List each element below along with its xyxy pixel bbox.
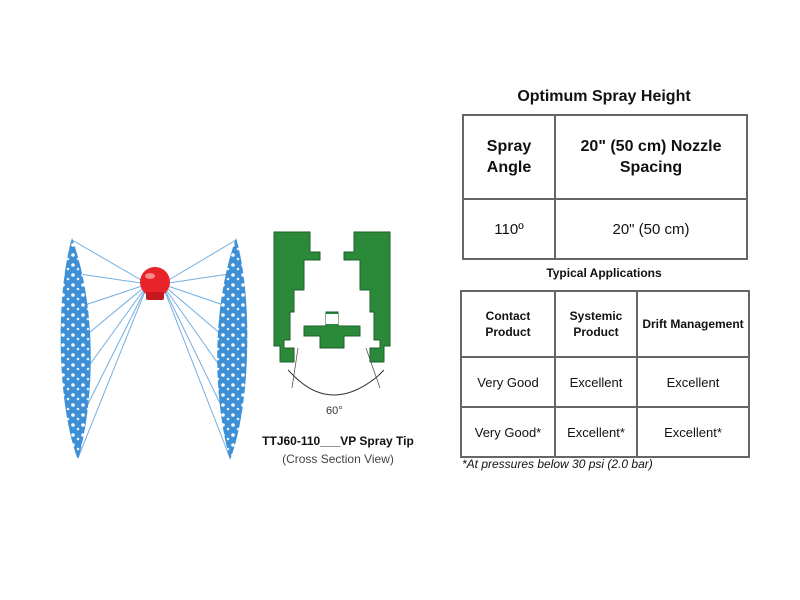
nozzle-subcaption: (Cross Section View) — [282, 452, 394, 466]
table-cell: Very Good* — [460, 406, 556, 458]
table-cell: Excellent* — [554, 406, 638, 458]
table-row: Very Good* Excellent* Excellent* — [460, 406, 750, 458]
table-cell: Very Good — [460, 356, 556, 408]
column-header: 20" (50 cm) Nozzle Spacing — [554, 114, 748, 200]
angle-label: 60° — [326, 405, 343, 417]
nozzle-cross-section-icon: 60° — [273, 231, 391, 417]
column-header: Drift Management — [636, 290, 750, 358]
table-cell: Excellent — [554, 356, 638, 408]
table-cell: Excellent* — [636, 406, 750, 458]
column-header: Contact Product — [460, 290, 556, 358]
column-header: Spray Angle — [462, 114, 556, 200]
height-table-title: Optimum Spray Height — [517, 88, 691, 105]
footnote: *At pressures below 30 psi (2.0 bar) — [462, 457, 653, 471]
table-header-row: Contact Product Systemic Product Drift M… — [460, 290, 750, 358]
table-row: 110º 20" (50 cm) — [462, 198, 748, 260]
spray-fan-icon — [60, 238, 248, 460]
table-header-row: Spray Angle 20" (50 cm) Nozzle Spacing — [462, 114, 748, 200]
column-header: Systemic Product — [554, 290, 638, 358]
table-row: Very Good Excellent Excellent — [460, 356, 750, 408]
table-cell: 20" (50 cm) — [554, 198, 748, 260]
spray-height-table: Spray Angle 20" (50 cm) Nozzle Spacing 1… — [462, 114, 748, 260]
nozzle-caption: TTJ60-110___VP Spray Tip — [262, 434, 414, 448]
table-cell: 110º — [462, 198, 556, 260]
table-cell: Excellent — [636, 356, 750, 408]
applications-title: Typical Applications — [546, 266, 662, 280]
applications-table: Contact Product Systemic Product Drift M… — [460, 290, 750, 458]
